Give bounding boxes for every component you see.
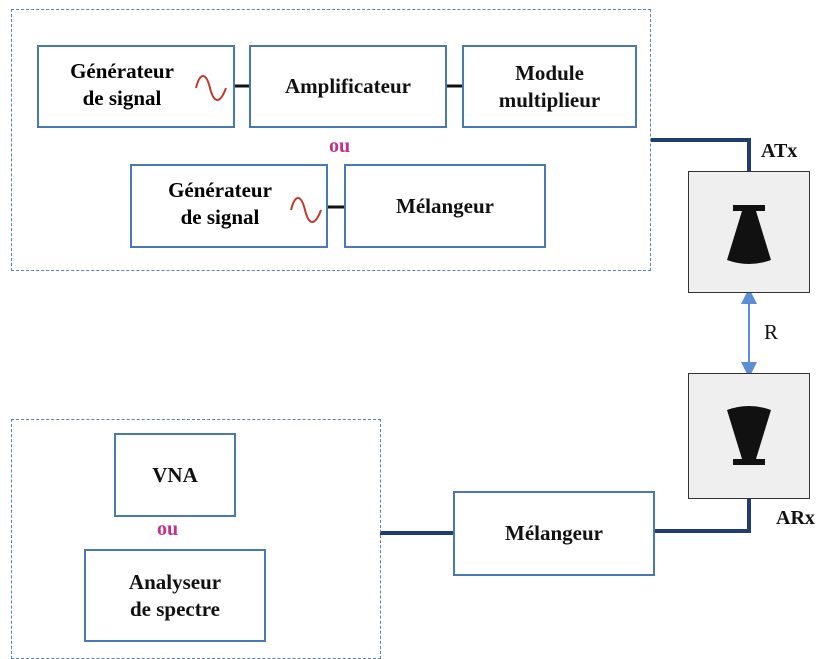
tx-antenna-label: ATx	[761, 140, 798, 162]
link-antenna-mixer	[655, 499, 751, 533]
rx-antenna-label: ARx	[776, 507, 815, 529]
vna-block: VNA	[114, 433, 236, 517]
spectrum-analyzer-block: Analyseur de spectre	[84, 549, 266, 642]
signal-generator-block-2	[130, 164, 328, 248]
rx-mixer-block: Mélangeur	[453, 491, 655, 576]
signal-generator-label-1: Générateur de signal	[70, 59, 174, 110]
or-label-tx: ou	[329, 135, 351, 157]
sine-wave-icon	[195, 75, 227, 101]
horn-antenna-icon	[727, 406, 771, 465]
amplifier-block: Amplificateur	[249, 45, 447, 128]
tx-antenna-box	[688, 171, 810, 293]
or-label-rx: ou	[157, 518, 179, 540]
sine-wave-icon	[290, 197, 322, 223]
link-tx-antenna	[651, 138, 751, 171]
transmitter-group	[11, 9, 651, 271]
distance-label: R	[764, 320, 779, 344]
rx-antenna-box	[688, 373, 810, 499]
horn-antenna-icon	[727, 205, 771, 264]
tx-mixer-block: Mélangeur	[344, 164, 546, 248]
signal-generator-block-1	[37, 45, 235, 128]
signal-generator-label-2: Générateur de signal	[168, 178, 272, 229]
multiplier-block: Module multiplieur	[462, 45, 637, 128]
